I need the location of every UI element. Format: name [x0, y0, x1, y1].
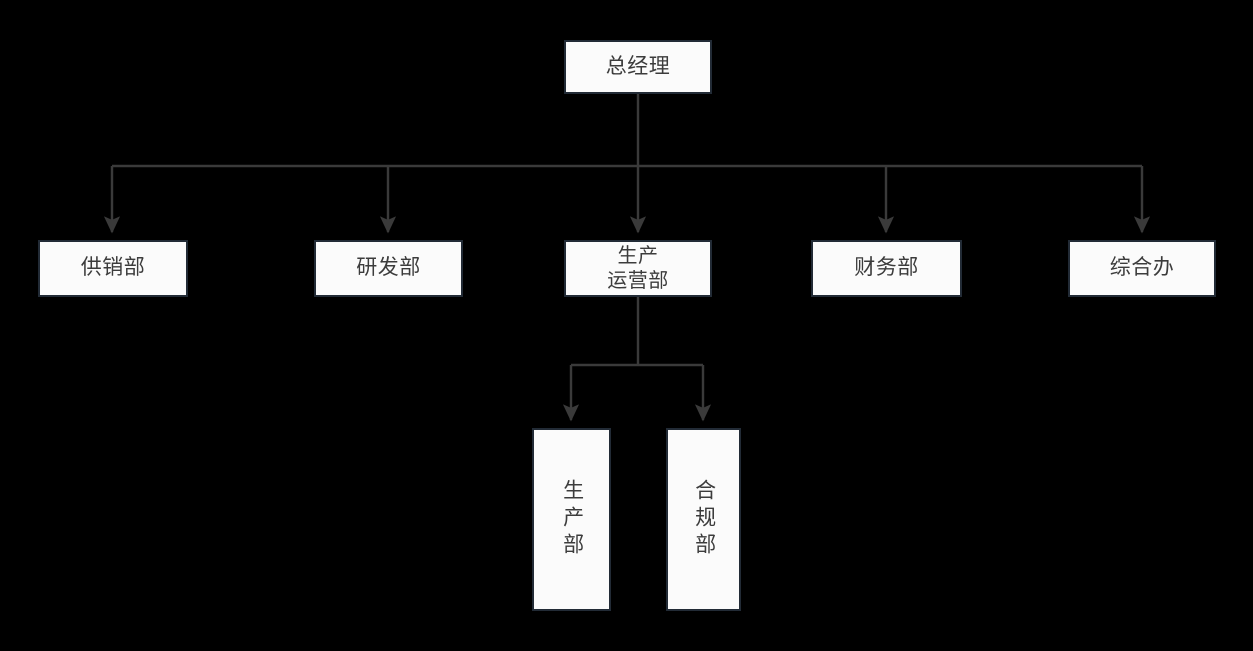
node-label: 生产部 [560, 479, 584, 560]
node-label: 供销部 [80, 256, 146, 280]
node-label: 财务部 [854, 256, 919, 280]
node-finance-dept[interactable]: 财务部 [811, 240, 962, 297]
node-production-operations-dept[interactable]: 生产 运营部 [564, 240, 712, 297]
node-compliance-dept[interactable]: 合规部 [666, 428, 741, 611]
node-label: 总经理 [605, 54, 671, 78]
node-general-manager[interactable]: 总经理 [564, 40, 712, 94]
node-label: 综合办 [1109, 256, 1175, 280]
node-supply-marketing-dept[interactable]: 供销部 [38, 240, 188, 297]
node-label: 生产 运营部 [607, 245, 669, 292]
node-label: 合规部 [692, 479, 716, 560]
node-production-dept[interactable]: 生产部 [532, 428, 611, 611]
node-general-affairs-office[interactable]: 综合办 [1068, 240, 1216, 297]
node-rnd-dept[interactable]: 研发部 [314, 240, 463, 297]
node-label: 研发部 [356, 256, 421, 280]
